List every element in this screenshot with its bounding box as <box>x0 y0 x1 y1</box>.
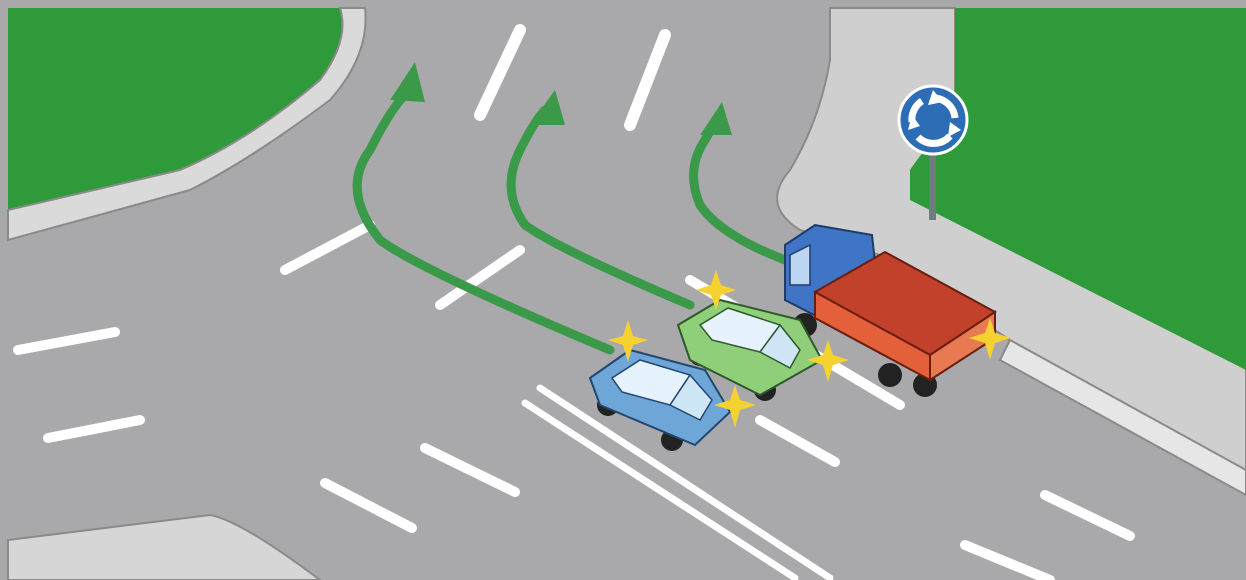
indicator-flash-icon <box>969 318 1011 360</box>
truck <box>784 223 997 397</box>
indicator-flash-icon <box>807 340 849 382</box>
grass-top-left <box>7 7 367 242</box>
indicator-flashes <box>608 270 1011 428</box>
indicator-flash-icon <box>608 320 648 362</box>
blue-car <box>588 348 732 451</box>
indicator-flash-icon <box>696 270 736 310</box>
roundabout-sign-icon <box>897 84 969 220</box>
turn-arrow-icon <box>506 105 695 310</box>
green-car <box>676 298 824 401</box>
grass-top-right <box>776 7 1246 497</box>
turn-arrow-icon <box>352 90 615 355</box>
indicator-flash-icon <box>714 385 756 428</box>
arrow-heads <box>390 62 732 135</box>
